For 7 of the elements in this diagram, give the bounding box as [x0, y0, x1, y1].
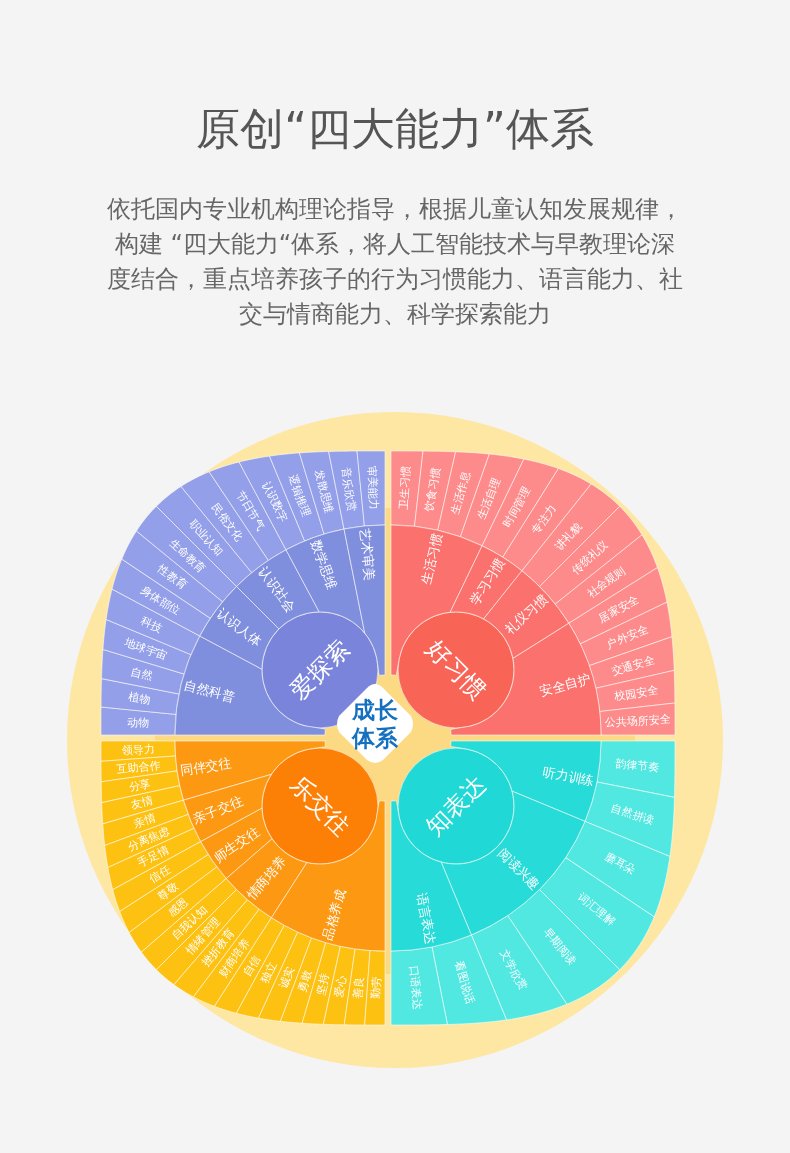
- ring-segment: 公共场所安全: [599, 702, 676, 736]
- ring-segment: 勤劳: [364, 950, 386, 1026]
- ring-segment: 审美能力: [356, 450, 386, 527]
- ring-segment: 韵律节奏: [596, 740, 676, 798]
- title: 原创“四大能力”体系: [195, 102, 595, 156]
- intro-paragraph: 依托国内专业机构理论指导，根据儿童认知发展规律，构建 “四大能力“体系，将人工智能技术与早教理论深度结合，重点培养孩子的行为习惯能力、语言能力、社交与情商能力、科学探索能力: [106, 194, 684, 330]
- ring-segment: 口语表达: [390, 946, 448, 1026]
